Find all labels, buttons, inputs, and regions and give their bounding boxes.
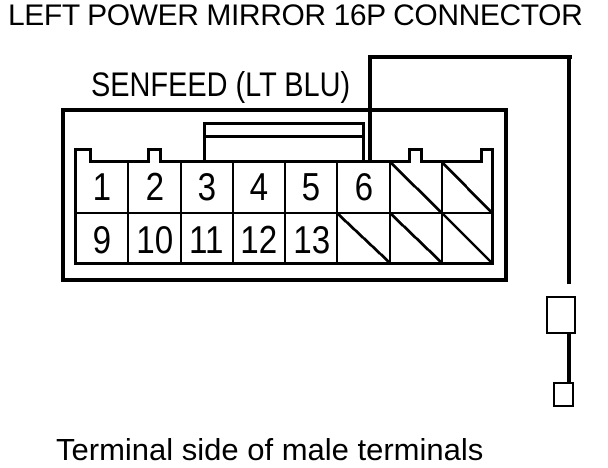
harness-wire-vertical xyxy=(567,55,571,284)
inline-connector-symbol xyxy=(546,296,576,334)
pin-number: 6 xyxy=(354,166,373,209)
pin-number: 10 xyxy=(136,219,173,262)
wire-name-label: SENFEED (LT BLU) xyxy=(91,66,351,104)
pin-number: 1 xyxy=(92,166,112,209)
pin-cell-unused xyxy=(390,214,444,262)
pin-number: 11 xyxy=(189,219,224,262)
pin-cell-unused xyxy=(390,163,444,214)
latch-detail-line xyxy=(206,135,362,138)
pin-number: 4 xyxy=(249,166,269,209)
pin-cell-unused xyxy=(443,214,491,262)
polarization-key-left-corner xyxy=(74,147,92,163)
pin-cell-unused xyxy=(443,163,491,214)
harness-wire-segment xyxy=(567,334,571,384)
senfeed-wire-run xyxy=(368,55,572,59)
pin-cell-2: 2 xyxy=(129,163,182,214)
polarization-key-cavity7 xyxy=(407,147,423,163)
pin-cell-4: 4 xyxy=(233,163,287,214)
pin-number: 3 xyxy=(197,166,216,209)
pin-cell-5: 5 xyxy=(286,163,339,214)
caption-text: Terminal side of male terminals xyxy=(56,432,484,467)
pin-cell-1: 1 xyxy=(77,163,130,214)
connector-latch xyxy=(203,121,365,160)
pin-cell-11: 11 xyxy=(182,214,234,262)
connector-housing xyxy=(61,108,508,282)
pin-cell-12: 12 xyxy=(234,214,287,262)
pin-cell-6: 6 xyxy=(338,163,391,214)
pin-number: 2 xyxy=(145,166,164,209)
polarization-key-right-corner xyxy=(480,147,494,163)
pin-number: 12 xyxy=(240,219,278,262)
pin-number: 13 xyxy=(292,219,330,262)
pin-cell-unused xyxy=(338,214,391,262)
diagram-title: LEFT POWER MIRROR 16P CONNECTOR xyxy=(8,0,583,32)
pin-cell-10: 10 xyxy=(129,214,182,262)
pin-cell-13: 13 xyxy=(286,214,339,262)
terminal-end-symbol xyxy=(553,382,574,407)
pin-cell-9: 9 xyxy=(77,214,130,262)
pin-number: 9 xyxy=(92,219,112,262)
pin-cell-3: 3 xyxy=(181,163,234,214)
pin-number: 5 xyxy=(302,166,321,209)
polarization-key-cavity2 xyxy=(146,147,162,163)
pin-grid: 1 2 3 4 5 6 9 10 11 12 13 xyxy=(74,160,494,265)
